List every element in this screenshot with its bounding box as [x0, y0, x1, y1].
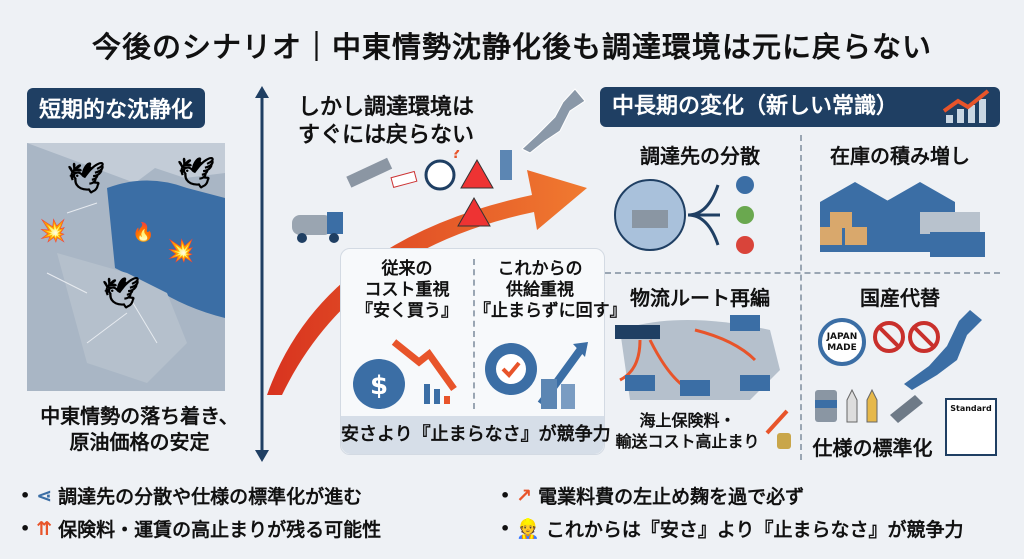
building-icon: [500, 150, 512, 180]
price-tag-icon: [390, 170, 418, 189]
cell-domestic-title: 国産代替: [860, 286, 940, 310]
japan-made-seal: JAPAN MADE: [818, 318, 866, 366]
worker-icon: 👷: [516, 518, 540, 540]
new-label-3: 『止まらずに回す』: [474, 301, 627, 321]
logistics-note-line2: 輸送コスト高止まり: [615, 432, 760, 451]
explosion-icon: 💥: [167, 238, 194, 264]
bullet-item: •⇈保険料・運賃の高止まりが残る可能性: [20, 515, 381, 542]
iran-region: [107, 180, 225, 318]
cell-logistics-title: 物流ルート再編: [630, 286, 770, 310]
standardization-label: 仕様の標準化: [812, 436, 933, 460]
dove-icon: 🕊: [102, 276, 140, 311]
share-nodes-icon: ⋖: [36, 484, 53, 507]
long-term-badge: 中長期の変化（新しい常識）: [600, 87, 1000, 127]
logistics-route-map: [615, 315, 780, 400]
timeline-double-arrow: [255, 86, 269, 462]
dove-icon: 🕊: [67, 161, 105, 196]
logistics-note-line1: 海上保険料・: [639, 411, 736, 430]
rising-cost-coins-icon: [765, 409, 791, 449]
page-title: 今後のシナリオ｜中東情勢沈静化後も調達環境は元に戻らない: [91, 30, 932, 64]
cell-inventory-title: 在庫の積み増し: [830, 144, 970, 168]
gear-check-growth-icon: [485, 342, 588, 409]
stopwatch-icon: [424, 159, 456, 191]
money-bag-down-icon: $: [353, 339, 457, 409]
left-caption-line1: 中東情勢の落ち着き、: [40, 404, 239, 428]
middle-heading-line2: すぐには戻らない: [298, 123, 475, 148]
rising-money-icon: ⇈: [36, 517, 53, 540]
growth-chart-icon: ↗: [516, 484, 533, 507]
steel-beam-icon: [346, 157, 393, 188]
bullet-text: 保険料・運賃の高止まりが残る可能性: [58, 519, 382, 541]
no-import-icons: [873, 321, 940, 353]
japan-made-line1: JAPAN: [826, 332, 858, 342]
old-label-2: コスト重視: [364, 280, 450, 300]
middle-heading-line1: しかし調達環境は: [298, 95, 475, 120]
supplier-diversify-icon: [614, 176, 754, 254]
old-label-3: 『安く買う』: [356, 301, 458, 321]
materials-icons: [815, 388, 923, 423]
svg-text:?: ?: [452, 150, 460, 162]
left-caption-line2: 原油価格の安定: [69, 430, 210, 454]
japan-map-icon: [904, 310, 982, 390]
japan-map-icon: [521, 88, 586, 154]
bullet-text: これからは『安さ』より『止まらなさ』が競争力: [545, 519, 964, 541]
cell-diversify-title: 調達先の分散: [640, 144, 760, 168]
old-label-1: 従来の: [381, 259, 433, 279]
comparison-footer: 安さより『止まらなさ』が競争力: [341, 416, 611, 454]
svg-text:$: $: [370, 371, 388, 401]
middle-east-map: 🕊 🕊 🕊 💥 💥 🔥: [27, 143, 225, 391]
bullet-item: •↗電業料費の左止め麹を過で必ず: [500, 482, 804, 509]
new-label-1: これからの: [497, 259, 583, 279]
japan-made-line2: MADE: [827, 343, 857, 353]
rising-trend-arrow: ?: [267, 150, 587, 395]
mixer-truck-icon: [292, 212, 343, 243]
growth-chart-icon: [942, 89, 990, 123]
warning-icon: [457, 196, 491, 227]
bullet-item: •👷これからは『安さ』より『止まらなさ』が競争力: [500, 515, 964, 542]
fire-icon: 🔥: [132, 221, 154, 243]
new-label-2: 供給重視: [506, 280, 574, 300]
warehouse-containers-icon: [820, 182, 985, 257]
comparison-box: 従来の コスト重視 『安く買う』 これからの 供給重視 『止まらずに回す』 $ …: [340, 248, 627, 455]
dove-icon: 🕊: [177, 156, 215, 191]
bullet-item: •⋖調達先の分散や仕様の標準化が進む: [20, 482, 362, 509]
explosion-icon: 💥: [39, 218, 66, 244]
warning-icon: [460, 158, 494, 189]
truck-icon: [625, 315, 770, 396]
bullet-text: 調達先の分散や仕様の標準化が進む: [58, 486, 363, 508]
short-term-badge: 短期的な沈静化: [27, 88, 206, 128]
long-term-badge-label: 中長期の変化（新しい常識）: [612, 94, 899, 119]
standard-document-icon: Standard: [945, 398, 997, 456]
ship-icon: [615, 325, 660, 339]
bullet-text: 電業料費の左止め麹を過で必ず: [538, 486, 805, 508]
